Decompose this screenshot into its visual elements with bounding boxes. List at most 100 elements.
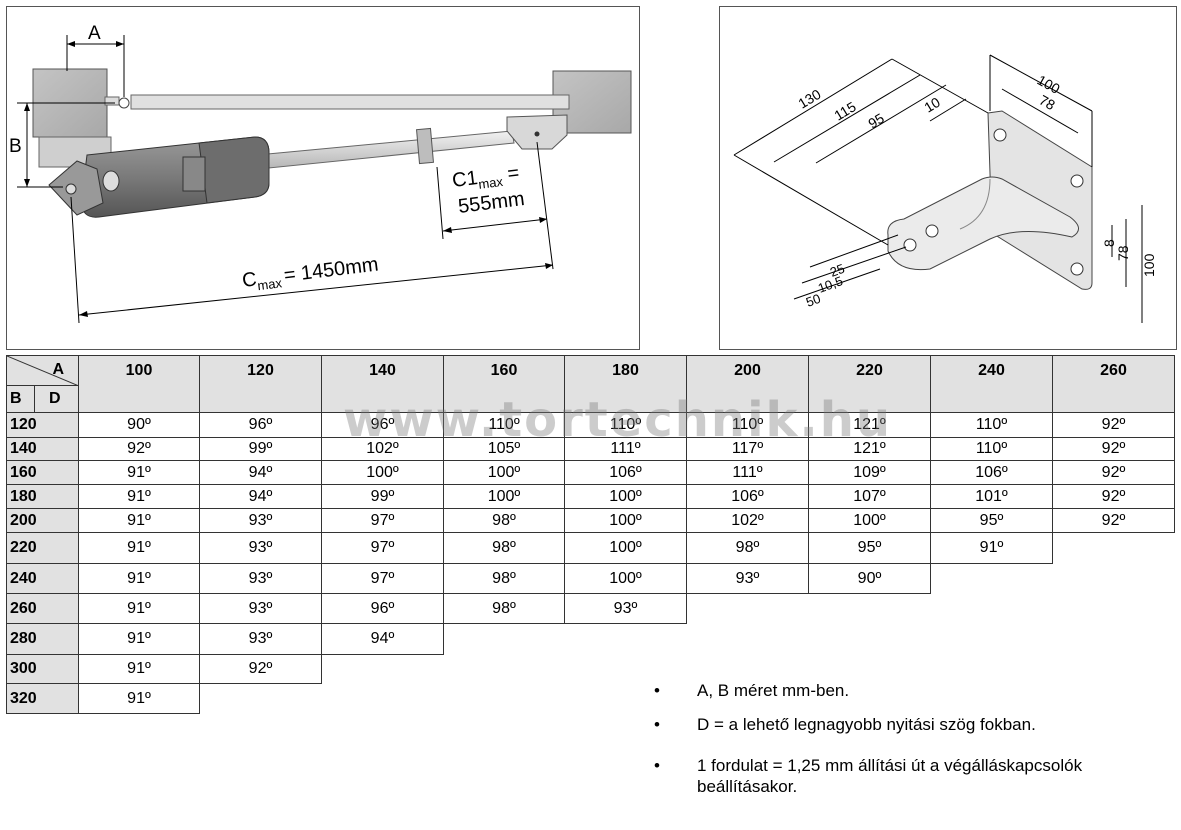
table-cell: 102º — [321, 437, 444, 461]
dimension-b-label: B — [9, 136, 22, 157]
bullet-icon: • — [654, 715, 660, 734]
note-item: • D = a lehető legnagyobb nyitási szög f… — [650, 714, 1170, 735]
table-cell: 111º — [686, 460, 809, 485]
table-cell: 100º — [808, 508, 931, 533]
dim-95: 95 — [865, 110, 887, 132]
table-cell-empty — [1053, 533, 1175, 564]
column-header: 120 — [199, 355, 322, 413]
table-cell: 98º — [443, 508, 565, 533]
note-text: D = a lehető legnagyobb nyitási szög fok… — [697, 715, 1036, 734]
table-cell-empty — [322, 684, 444, 714]
table-cell-empty — [322, 655, 444, 684]
corner-b-label: B — [6, 385, 35, 413]
table-cell: 100º — [564, 532, 687, 564]
table-cell-empty — [931, 624, 1053, 655]
row-header: 180 — [6, 484, 79, 509]
table-cell: 91º — [78, 460, 200, 485]
table-cell-empty — [444, 684, 565, 714]
table-cell: 110º — [686, 412, 809, 438]
table-cell: 117º — [686, 437, 809, 461]
table-cell: 92º — [1052, 437, 1175, 461]
table-cell: 92º — [199, 654, 322, 684]
bullet-icon: • — [654, 756, 660, 775]
table-cell: 100º — [443, 484, 565, 509]
note-item: • A, B méret mm-ben. — [650, 680, 1170, 701]
table-cell: 94º — [199, 460, 322, 485]
table-cell: 99º — [199, 437, 322, 461]
row-header: 280 — [6, 623, 79, 655]
row-header: 220 — [6, 532, 79, 564]
table-cell: 111º — [564, 437, 687, 461]
table-cell: 100º — [564, 484, 687, 509]
table-cell-empty — [931, 564, 1053, 594]
table-cell: 98º — [443, 532, 565, 564]
corner-diagonal — [7, 356, 79, 386]
row-header: 160 — [6, 460, 79, 485]
dim-25: 25 — [828, 261, 847, 280]
table-cell: 109º — [808, 460, 931, 485]
table-cell: 93º — [199, 563, 322, 594]
table-cell: 90º — [808, 563, 931, 594]
table-cell: 97º — [321, 508, 444, 533]
table-cell: 93º — [199, 508, 322, 533]
dim-100-side: 100 — [1141, 253, 1157, 277]
row-header: 140 — [6, 437, 79, 461]
table-cell-empty — [931, 594, 1053, 624]
bracket-drawing: 130 115 95 10 100 78 8 78 100 25 10,5 50 — [733, 54, 1157, 323]
table-cell: 102º — [686, 508, 809, 533]
table-cell: 98º — [686, 532, 809, 564]
opening-angle-table-body: A 100 120 140 160 180 200 220 240 260 B … — [6, 355, 1175, 714]
bracket-diagram: 130 115 95 10 100 78 8 78 100 25 10,5 50 — [719, 6, 1177, 350]
table-cell: 100º — [564, 563, 687, 594]
dim-8: 8 — [1101, 239, 1117, 247]
column-header: 140 — [321, 355, 444, 413]
table-cell: 91º — [78, 508, 200, 533]
table-cell: 93º — [686, 563, 809, 594]
table-cell: 98º — [443, 563, 565, 594]
table-cell: 96º — [199, 412, 322, 438]
table-cell: 94º — [321, 623, 444, 655]
dim-78-side: 78 — [1115, 245, 1131, 261]
table-cell: 93º — [564, 593, 687, 624]
opening-angle-table: A 100 120 140 160 180 200 220 240 260 B … — [6, 355, 1175, 714]
row-header: 260 — [6, 593, 79, 624]
table-cell: 110º — [564, 412, 687, 438]
table-cell: 95º — [930, 508, 1053, 533]
note-text: 1 fordulat = 1,25 mm állítási út a végál… — [697, 756, 1083, 775]
table-cell: 91º — [78, 683, 200, 714]
row-header: 240 — [6, 563, 79, 594]
row-header: 120 — [6, 412, 79, 438]
table-cell: 105º — [443, 437, 565, 461]
table-cell: 92º — [1052, 508, 1175, 533]
table-cell: 97º — [321, 563, 444, 594]
table-cell-empty — [444, 624, 565, 655]
table-cell: 106º — [686, 484, 809, 509]
table-cell: 99º — [321, 484, 444, 509]
table-cell: 92º — [1052, 460, 1175, 485]
table-cell: 100º — [564, 508, 687, 533]
column-header: 260 — [1052, 355, 1175, 413]
table-cell: 96º — [321, 593, 444, 624]
table-cell: 106º — [564, 460, 687, 485]
table-cell: 100º — [443, 460, 565, 485]
notes-list: • A, B méret mm-ben. • D = a lehető legn… — [650, 680, 1170, 797]
installation-diagram: A B C1max = 555mm Cmax= 1450mm — [6, 6, 640, 350]
table-cell: 101º — [930, 484, 1053, 509]
note-text: A, B méret mm-ben. — [697, 681, 850, 700]
table-cell: 93º — [199, 593, 322, 624]
c1-max-label: C1max = — [451, 162, 521, 195]
bracket-base-plate — [887, 176, 1079, 271]
gate-leaf — [130, 94, 570, 110]
column-header: 180 — [564, 355, 687, 413]
dim-10: 10 — [921, 94, 943, 116]
c-max-label: Cmax= 1450mm — [241, 253, 380, 295]
table-cell: 91º — [78, 623, 200, 655]
row-header: 200 — [6, 508, 79, 533]
column-header: 240 — [930, 355, 1053, 413]
column-header: 100 — [78, 355, 200, 413]
dim-78-top: 78 — [1037, 92, 1059, 114]
